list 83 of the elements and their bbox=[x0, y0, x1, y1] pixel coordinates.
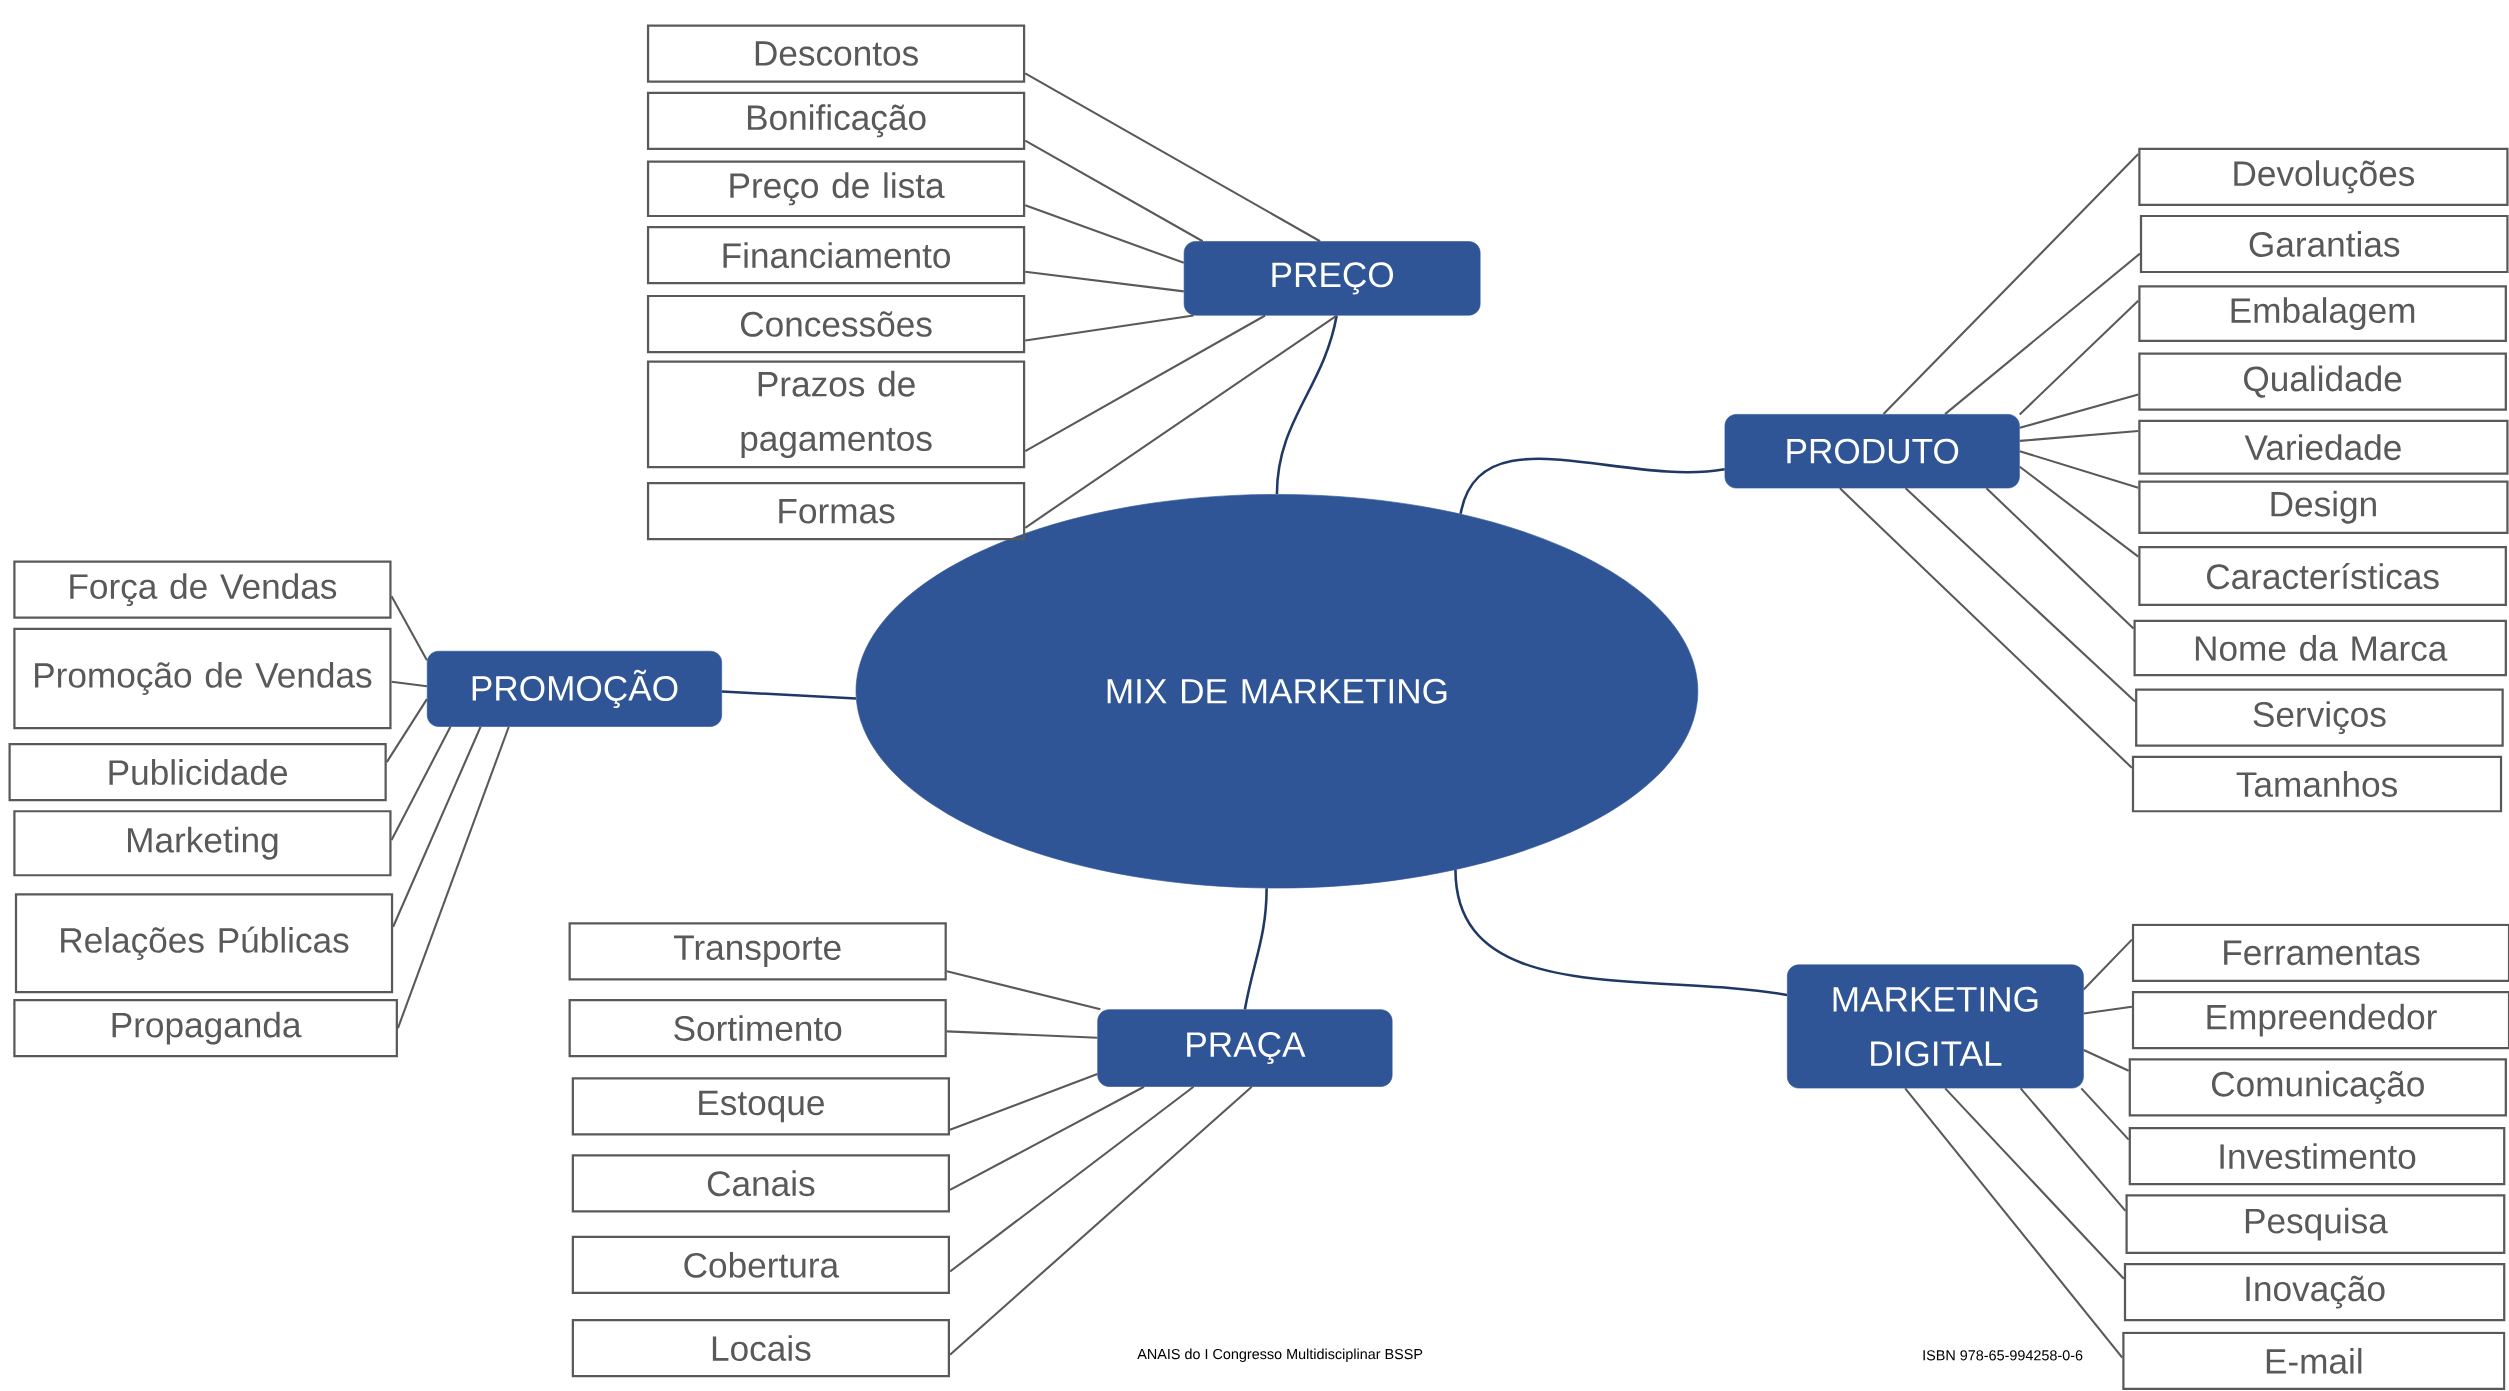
item-box: Tamanhos bbox=[2131, 755, 2503, 813]
connector-line bbox=[1024, 140, 1204, 243]
connector-line bbox=[390, 726, 452, 841]
category-box: MARKETING DIGITAL bbox=[1787, 964, 2084, 1089]
connector-line bbox=[392, 726, 482, 928]
item-box: Marketing bbox=[13, 810, 392, 877]
connector-line bbox=[949, 1086, 1253, 1356]
connector-line bbox=[1985, 487, 2135, 630]
connector-line bbox=[391, 680, 428, 688]
footer-text: ANAIS do I Congresso Multidisciplinar BSSP bbox=[1137, 1348, 1423, 1363]
connector-line bbox=[385, 698, 428, 763]
connector-line bbox=[1025, 314, 1194, 342]
connector-line bbox=[1243, 888, 1268, 1010]
connector-line bbox=[2082, 939, 2133, 991]
item-box: Serviços bbox=[2135, 688, 2504, 747]
connector-line bbox=[1904, 1088, 2124, 1359]
item-box: Formas bbox=[646, 482, 1026, 541]
item-box: Estoque bbox=[571, 1077, 950, 1136]
connector-line bbox=[1025, 270, 1184, 293]
connector-line bbox=[1024, 204, 1185, 265]
connector-line bbox=[2019, 393, 2139, 430]
item-box: Locais bbox=[571, 1319, 950, 1378]
item-box: Pesquisa bbox=[2125, 1194, 2506, 1255]
category-box: PRAÇA bbox=[1097, 1009, 1393, 1088]
connector-line bbox=[1024, 314, 1266, 453]
item-box: Características bbox=[2138, 546, 2507, 607]
item-box: Publicidade bbox=[8, 743, 387, 802]
connector-line bbox=[1944, 1087, 2125, 1280]
item-box: Concessões bbox=[646, 295, 1026, 354]
connector-line bbox=[2083, 1049, 2130, 1072]
connector-line bbox=[2019, 300, 2139, 416]
item-box: Inovação bbox=[2123, 1263, 2506, 1322]
category-box: PRODUTO bbox=[1724, 414, 2020, 489]
item-box: Força de Vendas bbox=[13, 560, 392, 619]
item-box: Relações Públicas bbox=[14, 893, 394, 994]
item-box: Embalagem bbox=[2138, 285, 2507, 343]
connector-line bbox=[2019, 1087, 2127, 1212]
category-box: PREÇO bbox=[1183, 241, 1481, 316]
connector-line bbox=[946, 970, 1101, 1011]
connector-line bbox=[1459, 457, 1725, 515]
connector-line bbox=[949, 1073, 1098, 1131]
item-box: Transporte bbox=[568, 922, 947, 981]
item-box: Qualidade bbox=[2138, 352, 2507, 411]
connector-line bbox=[1024, 72, 1321, 243]
connector-line bbox=[2080, 1087, 2130, 1141]
item-box: Sortimento bbox=[568, 999, 947, 1058]
item-box: Investimento bbox=[2128, 1127, 2506, 1186]
item-box: Bonificação bbox=[646, 91, 1026, 151]
footer-text: ISBN 978-65-994258-0-6 bbox=[1923, 1350, 2083, 1361]
connector-line bbox=[1904, 487, 2136, 703]
item-box: Empreendedor bbox=[2131, 991, 2509, 1050]
item-box: Variedade bbox=[2138, 419, 2509, 475]
connector-line bbox=[949, 1086, 1145, 1192]
item-box: Garantias bbox=[2139, 215, 2509, 274]
item-box: Preço de lista bbox=[646, 160, 1026, 218]
item-box: Canais bbox=[571, 1154, 950, 1213]
connector-line bbox=[2083, 1006, 2133, 1015]
connector-line bbox=[1839, 487, 2133, 769]
connector-line bbox=[1944, 253, 2141, 416]
item-box: Prazos de pagamentos bbox=[646, 360, 1026, 469]
connector-line bbox=[949, 1086, 1195, 1273]
connector-line bbox=[2019, 466, 2139, 558]
item-box: Ferramentas bbox=[2131, 924, 2509, 983]
item-box: Promoção de Vendas bbox=[13, 627, 392, 730]
item-box: Design bbox=[2138, 480, 2509, 535]
category-box: PROMOÇÃO bbox=[426, 651, 722, 727]
connector-line bbox=[397, 726, 510, 1029]
connector-line bbox=[1454, 869, 1788, 997]
item-box: Devoluções bbox=[2138, 147, 2509, 207]
connector-line bbox=[2019, 430, 2139, 443]
item-box: Cobertura bbox=[571, 1236, 950, 1295]
item-box: Comunicação bbox=[2128, 1058, 2507, 1117]
item-box: E-mail bbox=[2122, 1332, 2506, 1391]
item-box: Descontos bbox=[646, 24, 1026, 83]
item-box: Propaganda bbox=[13, 999, 398, 1058]
connector-line bbox=[721, 690, 857, 701]
connector-line bbox=[946, 1030, 1098, 1040]
connector-line bbox=[1275, 315, 1338, 495]
connector-line bbox=[2019, 450, 2139, 489]
item-box: Nome da Marca bbox=[2133, 619, 2507, 677]
connector-line bbox=[1882, 153, 2140, 416]
item-box: Financiamento bbox=[646, 226, 1026, 285]
connector-line bbox=[390, 596, 428, 661]
